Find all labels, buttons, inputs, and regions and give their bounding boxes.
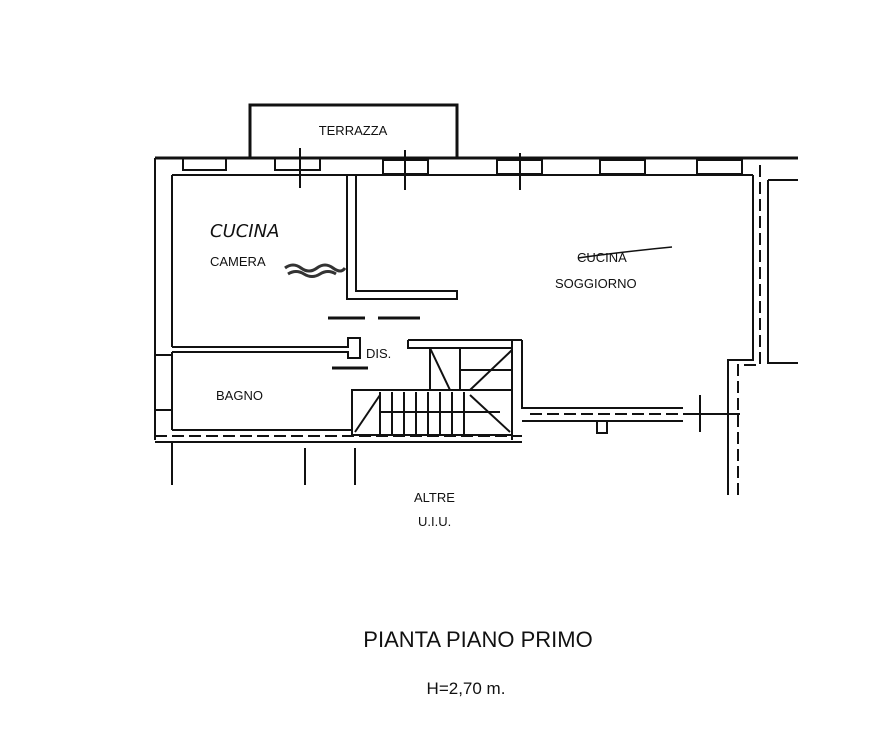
plan-title: PIANTA PIANO PRIMO bbox=[363, 627, 592, 652]
label-altre: ALTRE bbox=[414, 490, 455, 505]
label-camera: CAMERA bbox=[210, 254, 266, 269]
top-exterior-wall bbox=[154, 148, 798, 440]
dis-wall bbox=[407, 339, 683, 440]
label-dis: DIS. bbox=[366, 346, 391, 361]
label-camera-handwritten: CUCINA bbox=[210, 221, 279, 242]
bagno-walls bbox=[154, 352, 522, 485]
strike-mark bbox=[577, 246, 673, 259]
partition-wall bbox=[346, 175, 458, 300]
corridor-wall bbox=[530, 395, 740, 434]
label-cucina-struck: CUCINA bbox=[577, 250, 627, 265]
camera-bottom-wall bbox=[172, 337, 361, 359]
right-walls bbox=[727, 165, 798, 495]
label-terrazza: TERRAZZA bbox=[319, 123, 388, 138]
height-label: H=2,70 m. bbox=[427, 679, 506, 698]
scribble-mark bbox=[284, 263, 347, 278]
label-uiu: U.I.U. bbox=[418, 514, 451, 529]
label-soggiorno: SOGGIORNO bbox=[555, 276, 637, 291]
staircase bbox=[351, 347, 513, 436]
label-bagno: BAGNO bbox=[216, 388, 263, 403]
door-marks bbox=[328, 316, 420, 370]
